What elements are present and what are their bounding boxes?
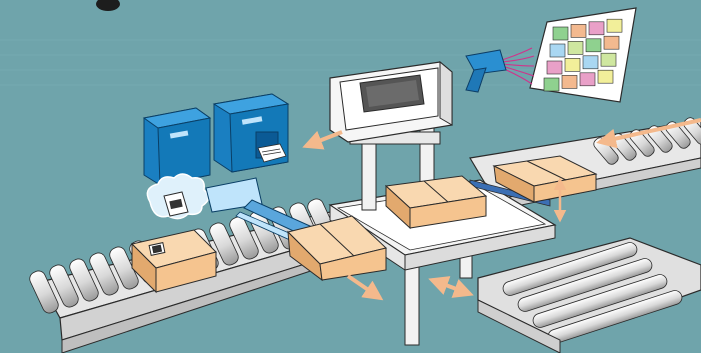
label-cell [550,44,565,57]
label-cell [568,41,583,54]
label-cell [553,27,568,40]
label-cell [604,36,619,49]
label-cell [547,61,562,74]
printer-icon [144,108,210,185]
label-cell [583,56,598,69]
label-cell [586,39,601,52]
label-cell [580,73,595,86]
label-cell [601,53,616,66]
label-cell [562,75,577,88]
label-cell [544,78,559,91]
print-and-apply-icon [214,94,288,172]
label-cell [565,58,580,71]
label-cell [607,19,622,32]
label-cell [571,24,586,37]
label-cell [589,22,604,35]
label-cell [598,70,613,83]
